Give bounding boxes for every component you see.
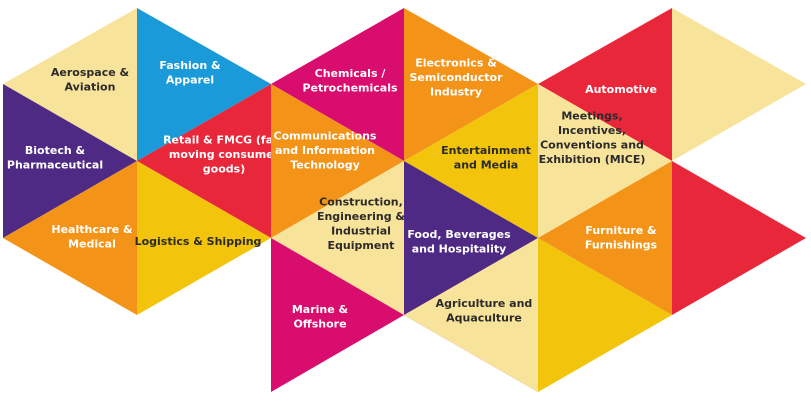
label-chemicals: Chemicals /Petrochemicals [302, 67, 398, 95]
label-aerospace: Aerospace &Aviation [51, 66, 130, 94]
label-line: Furnishings [585, 238, 658, 251]
label-line: Furniture & [585, 224, 657, 237]
industry-logistics: Logistics & Shipping [135, 161, 271, 315]
label-line: Offshore [293, 317, 346, 330]
triangle-furniture [538, 161, 672, 315]
label-line: Fashion & [159, 59, 221, 72]
decor-triangle-bottom-right [538, 238, 672, 392]
label-line: Entertainment [441, 144, 531, 157]
label-line: Pharmaceutical [7, 158, 103, 171]
industry-furniture: Furniture &Furnishings [538, 161, 672, 315]
industry-aerospace: Aerospace &Aviation [3, 8, 137, 161]
industry-marine: Marine &Offshore [271, 238, 404, 392]
industry-fashion: Fashion &Apparel [137, 8, 271, 161]
label-line: Construction, [319, 195, 403, 208]
triangle-construction [271, 161, 404, 315]
label-line: Incentives, [558, 124, 626, 137]
triangle-logistics [137, 161, 271, 315]
label-line: Semiconductor [410, 71, 504, 84]
triangle-communications [271, 84, 404, 238]
label-line: Logistics & Shipping [135, 235, 262, 248]
label-marine: Marine &Offshore [292, 303, 349, 331]
triangle-healthcare [3, 161, 137, 315]
triangle-agriculture [404, 238, 538, 392]
label-line: Communications [274, 130, 377, 143]
label-line: Electronics & [415, 57, 497, 70]
triangle-chemicals [271, 8, 404, 161]
label-furniture: Furniture &Furnishings [585, 224, 658, 252]
decor-triangle-top-right [672, 8, 806, 161]
label-healthcare: Healthcare &Medical [51, 223, 133, 251]
label-fashion: Fashion &Apparel [159, 59, 221, 87]
triangle-entertainment [404, 84, 538, 238]
label-line: Aviation [65, 80, 116, 93]
triangle-automotive [538, 8, 672, 161]
label-line: Medical [68, 237, 116, 250]
label-line: Agriculture and [436, 297, 533, 310]
label-line: and Media [454, 158, 518, 171]
label-line: Industry [430, 86, 482, 99]
label-automotive: Automotive [585, 83, 657, 96]
triangle-aerospace [3, 8, 137, 161]
label-line: Petrochemicals [302, 81, 398, 94]
label-line: Technology [290, 159, 360, 172]
label-line: Aquaculture [446, 311, 522, 324]
label-logistics: Logistics & Shipping [135, 235, 262, 248]
triangle-retail [137, 84, 271, 238]
decor-triangle-right [672, 161, 806, 315]
triangle-electronics [404, 8, 538, 161]
industry-biotech: Biotech &Pharmaceutical [3, 84, 137, 238]
triangle-mice [538, 84, 672, 238]
label-line: goods) [203, 163, 245, 176]
label-line: Engineering & [317, 210, 405, 223]
label-line: Apparel [166, 73, 214, 86]
label-line: and Hospitality [412, 242, 507, 255]
label-line: Conventions and [540, 138, 644, 151]
triangle-marine [271, 238, 404, 392]
triangle-fashion [137, 8, 271, 161]
label-line: Marine & [292, 303, 349, 316]
label-line: Retail & FMCG (fast [163, 134, 285, 147]
label-line: and Information [275, 144, 375, 157]
label-line: Healthcare & [51, 223, 133, 236]
label-line: Chemicals / [315, 67, 387, 80]
label-line: Aerospace & [51, 66, 130, 79]
label-line: Food, Beverages [407, 228, 511, 241]
triangle-food [404, 161, 538, 315]
industry-automotive: Automotive [538, 8, 672, 161]
industry-chemicals: Chemicals /Petrochemicals [271, 8, 404, 161]
label-line: Industrial [331, 224, 391, 237]
industry-healthcare: Healthcare &Medical [3, 161, 137, 315]
label-line: Automotive [585, 83, 657, 96]
label-line: Meetings, [561, 109, 622, 122]
label-line: Equipment [328, 239, 395, 252]
label-line: Biotech & [25, 144, 86, 157]
label-line: moving consumer [169, 148, 280, 161]
label-biotech: Biotech &Pharmaceutical [7, 144, 103, 172]
triangle-biotech [3, 84, 137, 238]
label-line: Exhibition (MICE) [539, 153, 646, 166]
